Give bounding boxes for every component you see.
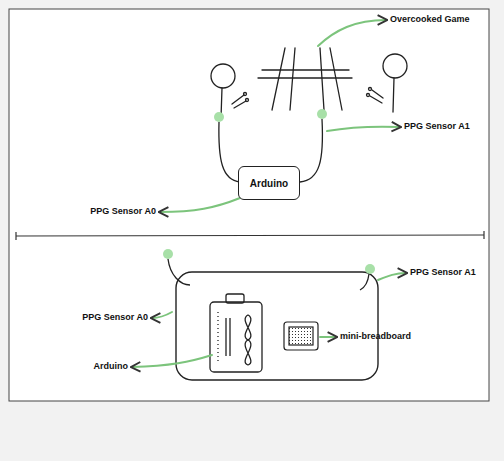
frame (9, 9, 489, 401)
callout-label: PPG Sensor A1 (410, 268, 476, 278)
housing (176, 272, 378, 380)
node-text: Arduino (250, 178, 288, 189)
leader-arrow (160, 20, 400, 212)
ppg-sensor (214, 112, 224, 122)
divider (16, 231, 484, 240)
breadboard-sketch (284, 322, 318, 350)
ppg-sensor (163, 249, 173, 259)
ppg-sensor (365, 264, 375, 274)
callout-label: PPG Sensor A0 (90, 207, 156, 217)
callout-label: PPG Sensor A0 (82, 313, 148, 323)
callout-label: Arduino (94, 362, 129, 372)
arduino-sketch (210, 294, 262, 372)
callout-label: Overcooked Game (390, 15, 470, 25)
arduino-box: Arduino (238, 166, 300, 200)
callout-label: PPG Sensor A1 (404, 122, 470, 132)
callout-label: mini-breadboard (340, 332, 411, 342)
sensor-wire (168, 259, 369, 290)
leader-arrow (132, 273, 406, 367)
game-sketch (211, 48, 407, 118)
ppg-sensor (317, 109, 327, 119)
